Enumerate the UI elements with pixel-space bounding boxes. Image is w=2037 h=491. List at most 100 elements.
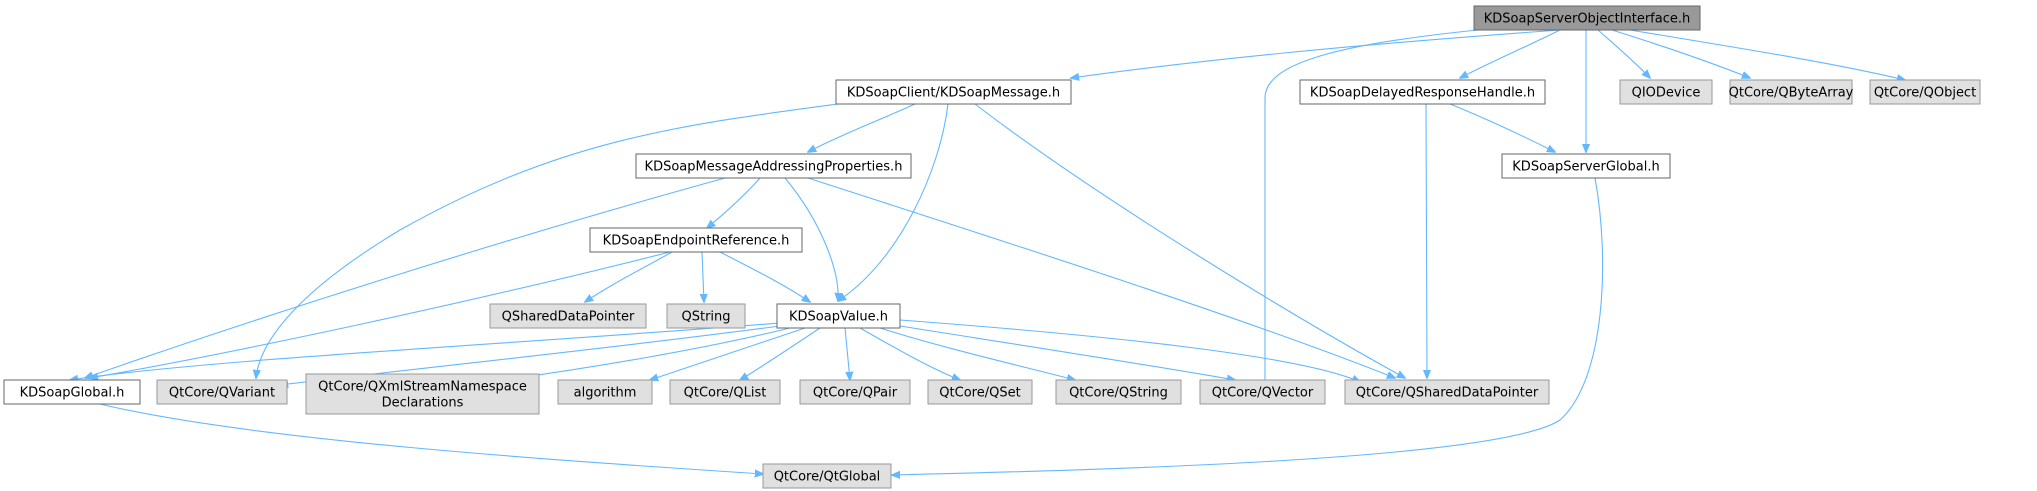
- node-qobject[interactable]: QtCore/QObject: [1869, 79, 1981, 105]
- node-server-global[interactable]: KDSoapServerGlobal.h: [1501, 153, 1671, 179]
- node-box-qxmlstream: [305, 373, 540, 415]
- node-algorithm[interactable]: algorithm: [557, 379, 653, 405]
- node-label-qvariant: QtCore/QVariant: [169, 386, 275, 401]
- edge-endpoint-to-soapvalue: [719, 251, 810, 302]
- node-qpair[interactable]: QtCore/QPair: [799, 379, 911, 405]
- edge-soapmessage-to-qvariant: [256, 103, 839, 378]
- edge-endpoint-to-soapglobal: [90, 251, 671, 378]
- node-label-qshareddatapointer-plain: QSharedDataPointer: [502, 310, 635, 325]
- dependency-nodes: KDSoapServerObjectInterface.hKDSoapClien…: [3, 5, 1981, 489]
- node-label-soap-global: KDSoapGlobal.h: [20, 386, 125, 401]
- node-label-soap-value: KDSoapValue.h: [789, 310, 888, 325]
- edge-soapvalue-to-soapglobal: [70, 322, 781, 380]
- node-label-qtglobal: QtCore/QtGlobal: [774, 470, 881, 485]
- node-delayed-response-handle[interactable]: KDSoapDelayedResponseHandle.h: [1299, 79, 1546, 105]
- edge-soapmessage-to-soapvalue: [838, 103, 949, 301]
- node-label-qset: QtCore/QSet: [939, 386, 1020, 401]
- node-box-soap-value: [776, 303, 901, 329]
- node-soap-global[interactable]: KDSoapGlobal.h: [3, 379, 141, 405]
- edge-focus-to-qvector: [1265, 29, 1479, 388]
- node-label-qiodevice: QIODevice: [1632, 86, 1701, 101]
- node-box-delayed-response-handle: [1299, 79, 1546, 105]
- edge-addressing-to-soapglobal: [85, 177, 726, 378]
- edge-addressing-to-soapvalue: [784, 177, 838, 301]
- node-label-qstring: QtCore/QString: [1069, 386, 1168, 401]
- node-label-qshareddatapointer: QtCore/QSharedDataPointer: [1356, 386, 1539, 401]
- node-label-qxmlstream-line1: QtCore/QXmlStreamNamespace: [318, 380, 527, 395]
- node-server-object-interface[interactable]: KDSoapServerObjectInterface.h: [1473, 5, 1701, 31]
- node-qvariant[interactable]: QtCore/QVariant: [156, 379, 288, 405]
- node-label-qxmlstream-line2: Declarations: [382, 396, 464, 411]
- node-soap-value[interactable]: KDSoapValue.h: [776, 303, 901, 329]
- edge-soapmessage-to-qshareddatapointer: [974, 103, 1405, 378]
- node-label-qstring-plain: QString: [681, 310, 730, 325]
- edge-soapvalue-to-qlist: [740, 327, 821, 380]
- node-label-addressing-properties: KDSoapMessageAddressingProperties.h: [645, 160, 903, 175]
- node-qvector[interactable]: QtCore/QVector: [1199, 379, 1326, 405]
- edge-soapmessage-to-addressing: [808, 103, 916, 152]
- node-box-server-object-interface: [1473, 5, 1701, 31]
- node-qbytearray[interactable]: QtCore/QByteArray: [1729, 79, 1854, 105]
- node-box-qset: [927, 379, 1033, 405]
- edge-endpoint-to-qshareddatapointer-plain: [585, 251, 673, 302]
- edge-focus-to-qbytearray: [1611, 29, 1750, 78]
- node-box-addressing-properties: [635, 153, 912, 179]
- edge-soapvalue-to-qstring: [879, 327, 1075, 380]
- node-box-qstring-plain: [666, 303, 746, 329]
- node-box-soap-message: [835, 79, 1072, 105]
- node-box-server-global: [1501, 153, 1671, 179]
- node-box-qvector: [1199, 379, 1326, 405]
- node-qshareddatapointer-plain[interactable]: QSharedDataPointer: [489, 303, 647, 329]
- node-label-delayed-response-handle: KDSoapDelayedResponseHandle.h: [1310, 86, 1535, 101]
- node-box-qvariant: [156, 379, 288, 405]
- node-qlist[interactable]: QtCore/QList: [669, 379, 781, 405]
- edge-delayed-to-qshareddatapointer: [1426, 103, 1427, 378]
- node-box-soap-global: [3, 379, 141, 405]
- node-label-qvector: QtCore/QVector: [1212, 386, 1314, 401]
- edge-soapvalue-to-qshareddatapointer: [899, 319, 1360, 382]
- edge-delayed-to-serverglobal: [1449, 103, 1555, 152]
- node-qstring[interactable]: QtCore/QString: [1055, 379, 1182, 405]
- node-addressing-properties[interactable]: KDSoapMessageAddressingProperties.h: [635, 153, 912, 179]
- node-qtglobal[interactable]: QtCore/QtGlobal: [762, 463, 892, 489]
- edge-focus-to-qiodevice: [1597, 29, 1650, 78]
- node-endpoint-reference[interactable]: KDSoapEndpointReference.h: [589, 227, 803, 253]
- edge-soapvalue-to-algorithm: [650, 327, 806, 380]
- edge-addressing-to-endpoint: [707, 177, 761, 228]
- node-label-qobject: QtCore/QObject: [1874, 86, 1976, 101]
- edge-endpoint-to-qstring-plain: [702, 251, 704, 302]
- node-box-qiodevice: [1619, 79, 1713, 105]
- edge-serverglobal-to-qtglobal: [892, 177, 1604, 475]
- node-box-qpair: [799, 379, 911, 405]
- node-qstring-plain[interactable]: QString: [666, 303, 746, 329]
- node-label-soap-message: KDSoapClient/KDSoapMessage.h: [847, 86, 1060, 101]
- edge-soapvalue-to-qvector: [899, 325, 1235, 380]
- edge-soapvalue-to-qset: [859, 327, 960, 380]
- node-label-endpoint-reference: KDSoapEndpointReference.h: [603, 234, 790, 249]
- node-box-qobject: [1869, 79, 1981, 105]
- node-label-qbytearray: QtCore/QByteArray: [1729, 86, 1854, 101]
- node-label-server-object-interface: KDSoapServerObjectInterface.h: [1484, 12, 1691, 27]
- node-soap-message[interactable]: KDSoapClient/KDSoapMessage.h: [835, 79, 1072, 105]
- edge-focus-to-soapmessage: [1071, 29, 1561, 78]
- node-box-endpoint-reference: [589, 227, 803, 253]
- node-box-qshareddatapointer-plain: [489, 303, 647, 329]
- node-box-qbytearray: [1729, 79, 1853, 105]
- node-box-qshareddatapointer: [1344, 379, 1550, 405]
- edge-focus-to-qobject: [1629, 29, 1905, 80]
- edge-focus-to-delayedhandle: [1460, 29, 1561, 78]
- edge-addressing-to-qshareddatapointer: [807, 177, 1395, 378]
- node-label-qpair: QtCore/QPair: [813, 386, 898, 401]
- node-label-server-global: KDSoapServerGlobal.h: [1512, 160, 1659, 175]
- node-qiodevice[interactable]: QIODevice: [1619, 79, 1713, 105]
- node-box-qtglobal: [762, 463, 892, 489]
- node-qset[interactable]: QtCore/QSet: [927, 379, 1033, 405]
- node-box-algorithm: [557, 379, 653, 405]
- node-label-qlist: QtCore/QList: [684, 386, 767, 401]
- node-label-algorithm: algorithm: [574, 386, 637, 401]
- node-box-qstring: [1055, 379, 1182, 405]
- edge-soapglobal-to-qtglobal: [99, 403, 763, 474]
- node-qshareddatapointer[interactable]: QtCore/QSharedDataPointer: [1344, 379, 1550, 405]
